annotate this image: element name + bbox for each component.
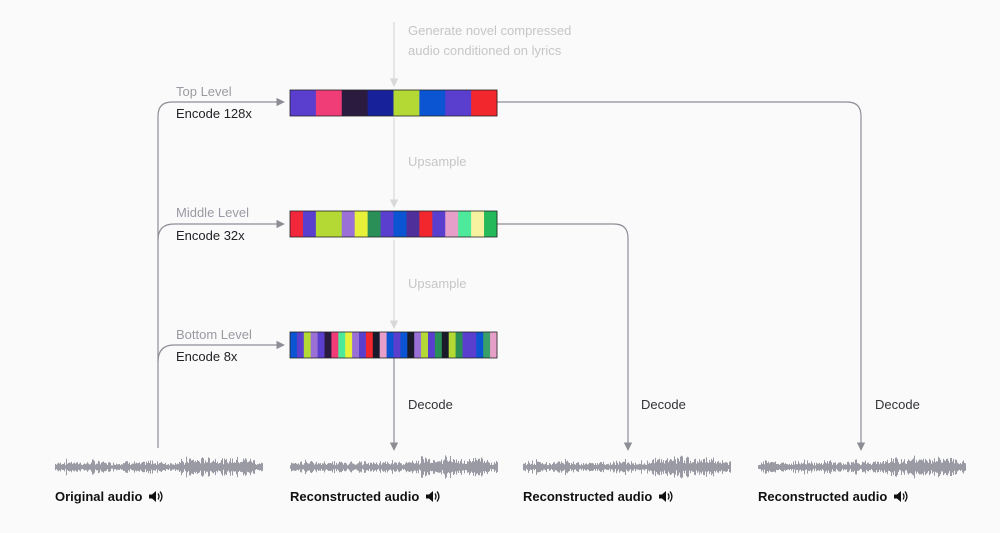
original-audio-waveform <box>55 456 263 478</box>
token-cell <box>367 90 394 116</box>
token-cell <box>303 332 312 358</box>
top-level-token-strip <box>289 89 498 117</box>
token-cell <box>462 332 470 358</box>
token-cell <box>315 90 343 116</box>
token-cell <box>338 332 346 358</box>
reconstructed-audio-player-3[interactable]: Reconstructed audio <box>758 489 908 504</box>
decode-label-bottom: Decode <box>408 397 453 412</box>
token-cell <box>393 90 420 116</box>
token-cell <box>345 332 353 358</box>
token-cell <box>445 90 472 116</box>
token-cell <box>290 211 304 237</box>
bottom-level-label: Bottom Level <box>176 327 252 342</box>
reconstructed-audio-player-1[interactable]: Reconstructed audio <box>290 489 440 504</box>
token-cell <box>380 211 394 237</box>
generate-note-line-1: Generate novel compressed <box>408 23 572 38</box>
token-cell <box>458 211 472 237</box>
token-cell <box>379 332 387 358</box>
token-cell <box>317 332 325 358</box>
token-strip-border <box>289 331 498 359</box>
upsample-label-middle: Upsample <box>408 276 467 291</box>
token-cell <box>359 332 367 358</box>
token-cell <box>407 332 415 358</box>
token-cell <box>386 332 394 358</box>
token-cell <box>393 332 401 358</box>
token-cell <box>302 211 317 237</box>
reconstructed-audio-label: Reconstructed audio <box>758 489 888 504</box>
token-strip-border <box>289 210 498 238</box>
encode-arrow-top <box>157 97 285 448</box>
middle-encode-label: Encode 32x <box>176 228 245 243</box>
speaker-icon[interactable] <box>658 490 673 503</box>
token-cell <box>324 332 332 358</box>
reconstructed-audio-waveform-3 <box>758 455 966 479</box>
token-cell <box>419 90 446 116</box>
token-cell <box>328 211 343 237</box>
token-cell <box>406 211 420 237</box>
token-cell <box>434 332 443 358</box>
original-audio-label: Original audio <box>55 489 143 504</box>
waveform-path <box>55 456 263 478</box>
middle-level-label: Middle Level <box>176 205 249 220</box>
token-cell <box>484 211 498 237</box>
token-cell <box>365 332 374 358</box>
speaker-icon[interactable] <box>893 490 908 503</box>
token-cell <box>331 332 339 358</box>
bottom-level-token-strip <box>289 331 498 359</box>
token-cell <box>367 211 381 237</box>
token-cell <box>310 332 318 358</box>
reconstructed-audio-waveform-1 <box>290 455 498 479</box>
token-cell <box>341 211 356 237</box>
decode-label-middle: Decode <box>641 397 686 412</box>
original-audio-player[interactable]: Original audio <box>55 489 163 504</box>
encode-arrow-middle <box>157 219 285 241</box>
token-cell <box>414 332 422 358</box>
speaker-icon[interactable] <box>148 490 163 503</box>
token-cell <box>393 211 407 237</box>
token-strip-border <box>289 89 498 117</box>
token-cell <box>490 332 498 358</box>
token-cell <box>476 332 484 358</box>
token-cell <box>315 211 330 237</box>
reconstructed-audio-waveform-2 <box>523 455 731 479</box>
token-cell <box>432 211 446 237</box>
token-cell <box>448 332 456 358</box>
token-cell <box>400 332 408 358</box>
token-cell <box>455 332 463 358</box>
encode-arrow-bottom <box>157 340 285 363</box>
generate-note-line-2: audio conditioned on lyrics <box>408 43 562 58</box>
token-cell <box>354 211 369 237</box>
waveform-path <box>290 455 498 479</box>
decode-arrow-top <box>497 101 866 451</box>
token-cell <box>469 332 477 358</box>
token-cell <box>290 332 298 358</box>
middle-level-token-strip <box>289 210 498 238</box>
token-cell <box>428 332 436 358</box>
token-cell <box>341 90 369 116</box>
top-level-label: Top Level <box>176 84 232 99</box>
token-cell <box>441 332 450 358</box>
waveform-path <box>523 455 731 479</box>
token-cell <box>471 211 485 237</box>
token-cell <box>445 211 459 237</box>
token-cell <box>483 332 491 358</box>
speaker-icon[interactable] <box>425 490 440 503</box>
token-cell <box>471 90 498 116</box>
decode-arrow-middle <box>497 223 633 451</box>
token-cell <box>372 332 381 358</box>
token-cell <box>419 211 433 237</box>
reconstructed-audio-label: Reconstructed audio <box>523 489 653 504</box>
token-cell <box>290 90 317 116</box>
top-encode-label: Encode 128x <box>176 106 252 121</box>
upsample-label-top: Upsample <box>408 154 467 169</box>
decode-label-top: Decode <box>875 397 920 412</box>
reconstructed-audio-label: Reconstructed audio <box>290 489 420 504</box>
bottom-encode-label: Encode 8x <box>176 349 238 364</box>
reconstructed-audio-player-2[interactable]: Reconstructed audio <box>523 489 673 504</box>
waveform-path <box>758 455 966 479</box>
token-cell <box>296 332 305 358</box>
token-cell <box>352 332 360 358</box>
token-cell <box>421 332 429 358</box>
